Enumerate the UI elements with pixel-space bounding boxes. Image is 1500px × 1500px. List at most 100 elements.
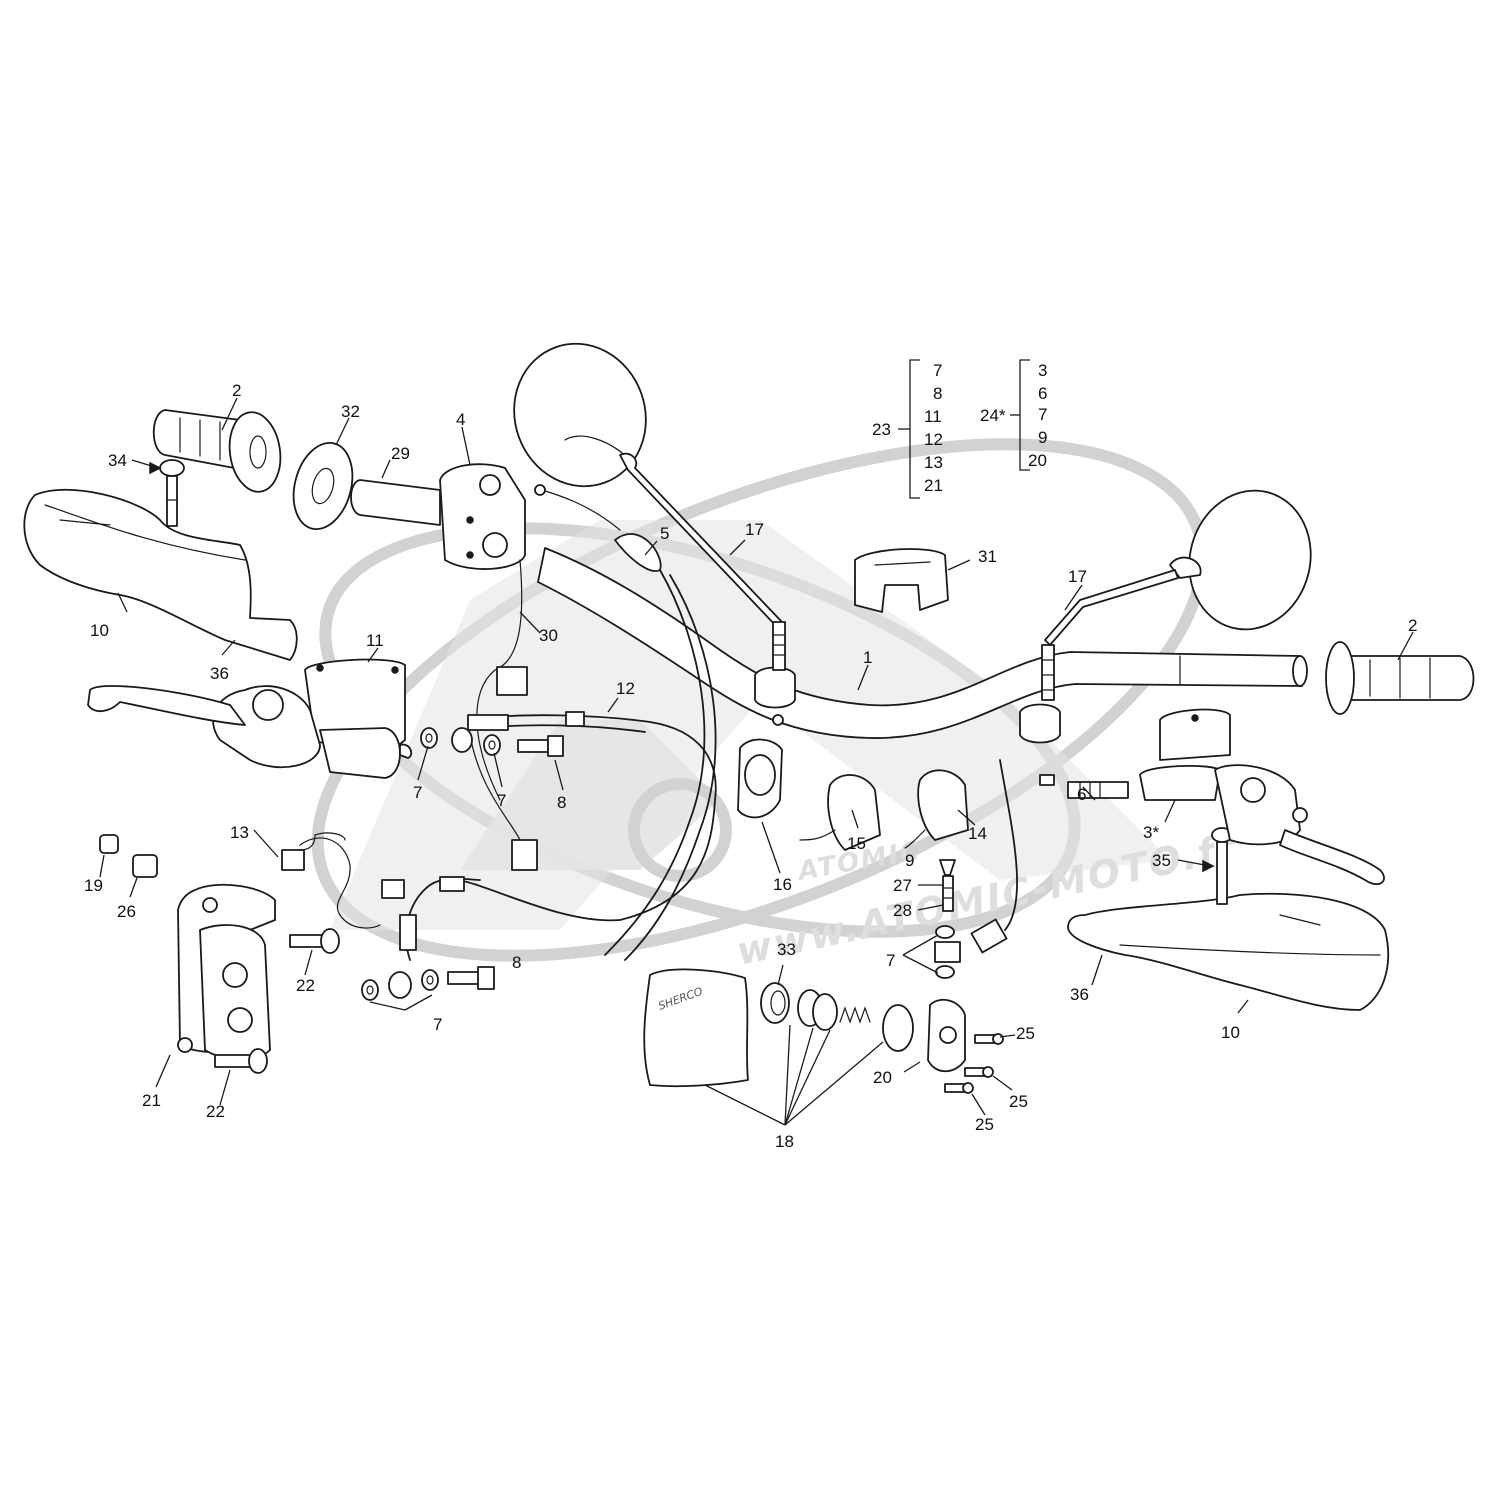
- label-21: 21: [142, 1091, 161, 1110]
- kit-23-item: 7: [933, 361, 942, 380]
- label-25-c: 25: [975, 1115, 994, 1134]
- handlebar-clamp-right: [1019, 703, 1061, 786]
- master-cylinder-right: [1139, 708, 1385, 885]
- leader-lines: [99, 359, 1414, 1126]
- label-36-right: 36: [1070, 985, 1089, 1004]
- kit-list-23: 23 7 8 11 12 13 21: [872, 361, 943, 495]
- hand-guard-right: [1067, 892, 1390, 1011]
- washer-right-top: [935, 925, 955, 939]
- clip-26: [132, 854, 158, 878]
- bleed-screw: [939, 859, 956, 912]
- bolt-34: [159, 459, 185, 527]
- grip-left: [152, 409, 282, 493]
- throttle-tube: [350, 479, 441, 526]
- label-32: 32: [341, 402, 360, 421]
- banjo-fitting-a: [451, 727, 473, 753]
- pressure-switch-6: [1067, 781, 1129, 799]
- label-17-left: 17: [745, 520, 764, 539]
- label-5: 5: [660, 524, 669, 543]
- label-7-c: 7: [433, 1015, 442, 1034]
- label-10-left: 10: [90, 621, 109, 640]
- washer-right-bottom: [935, 965, 955, 979]
- label-18: 18: [775, 1132, 794, 1151]
- label-17-right: 17: [1068, 567, 1087, 586]
- label-9: 9: [905, 851, 914, 870]
- kit-23-item: 8: [933, 384, 942, 403]
- label-34: 34: [108, 451, 127, 470]
- brake-lever-left: [87, 685, 246, 726]
- label-6: 6: [1077, 785, 1086, 804]
- kit-24-item: 3: [1038, 361, 1047, 380]
- label-7-a: 7: [413, 783, 422, 802]
- label-16: 16: [773, 875, 792, 894]
- label-20: 20: [873, 1068, 892, 1087]
- label-2-right: 2: [1408, 616, 1417, 635]
- master-cylinder-body-small: [927, 998, 966, 1073]
- brake-hose-12: [454, 711, 717, 922]
- label-1: 1: [863, 648, 872, 667]
- washer-7-c: [361, 979, 379, 1001]
- brake-caliper-21: [177, 883, 276, 1061]
- label-4: 4: [456, 410, 465, 429]
- label-13: 13: [230, 823, 249, 842]
- label-27: 27: [893, 876, 912, 895]
- washer-7-a: [420, 727, 438, 749]
- clip-19: [99, 834, 119, 854]
- label-2-left: 2: [232, 381, 241, 400]
- washer-32: [292, 441, 354, 531]
- label-12: 12: [616, 679, 635, 698]
- mirror-right: [1041, 489, 1312, 701]
- label-11: 11: [366, 631, 384, 650]
- label-25-a: 25: [1016, 1024, 1035, 1043]
- banjo-fitting-right: [934, 941, 961, 963]
- label-31: 31: [978, 547, 997, 566]
- screw-25-c: [944, 1082, 974, 1094]
- kit-23-item: 12: [924, 430, 943, 449]
- piston-cup: [797, 989, 838, 1031]
- label-29: 29: [391, 444, 410, 463]
- master-cylinder-left: [212, 658, 413, 779]
- banjo-bolt-8-a: [517, 735, 564, 757]
- switch-15: [799, 774, 881, 851]
- throttle-cable: [534, 484, 621, 531]
- o-ring-20: [882, 1004, 914, 1052]
- part-labels: 1 2 2 3* 4 5 6 7 7 7 7 8 8 9 10 10 11 12…: [84, 381, 1417, 1151]
- spring: [839, 1006, 871, 1024]
- kit-23-item: 11: [924, 407, 942, 426]
- label-30: 30: [539, 626, 558, 645]
- handlebar-clamp-left: [754, 666, 796, 726]
- label-26: 26: [117, 902, 136, 921]
- label-8-a: 8: [557, 793, 566, 812]
- label-22-a: 22: [296, 976, 315, 995]
- label-10-right: 10: [1221, 1023, 1240, 1042]
- cable-5: [604, 533, 717, 961]
- banjo-fitting-b: [388, 971, 412, 999]
- caliper-bolt-22-b: [214, 1048, 268, 1074]
- label-36-left: 36: [210, 664, 229, 683]
- connector-cap-31: [854, 548, 949, 613]
- banjo-bolt-8-b: [447, 966, 495, 990]
- screw-25-a: [974, 1033, 1004, 1045]
- label-14: 14: [968, 824, 987, 843]
- label-8-b: 8: [512, 953, 521, 972]
- caliper-bolt-22-a: [289, 928, 340, 954]
- label-7-b: 7: [497, 791, 506, 810]
- hand-guard-left: [23, 488, 298, 661]
- label-35: 35: [1152, 851, 1171, 870]
- switch-14: [904, 769, 969, 849]
- kit-23-label: 23: [872, 420, 891, 439]
- kit-list-24: 24* 3 6 7 9 20: [980, 361, 1047, 470]
- label-22-b: 22: [206, 1102, 225, 1121]
- kit-24-item: 7: [1038, 405, 1047, 424]
- switch-16: [737, 738, 783, 819]
- mirror-left: [513, 342, 786, 671]
- throttle-housing: [439, 463, 528, 801]
- label-28: 28: [893, 901, 912, 920]
- label-7-d: 7: [886, 951, 895, 970]
- kit-23-item: 13: [924, 453, 943, 472]
- label-3: 3*: [1143, 823, 1159, 842]
- label-19: 19: [84, 876, 103, 895]
- label-25-b: 25: [1009, 1092, 1028, 1111]
- kit-24-item: 6: [1038, 384, 1047, 403]
